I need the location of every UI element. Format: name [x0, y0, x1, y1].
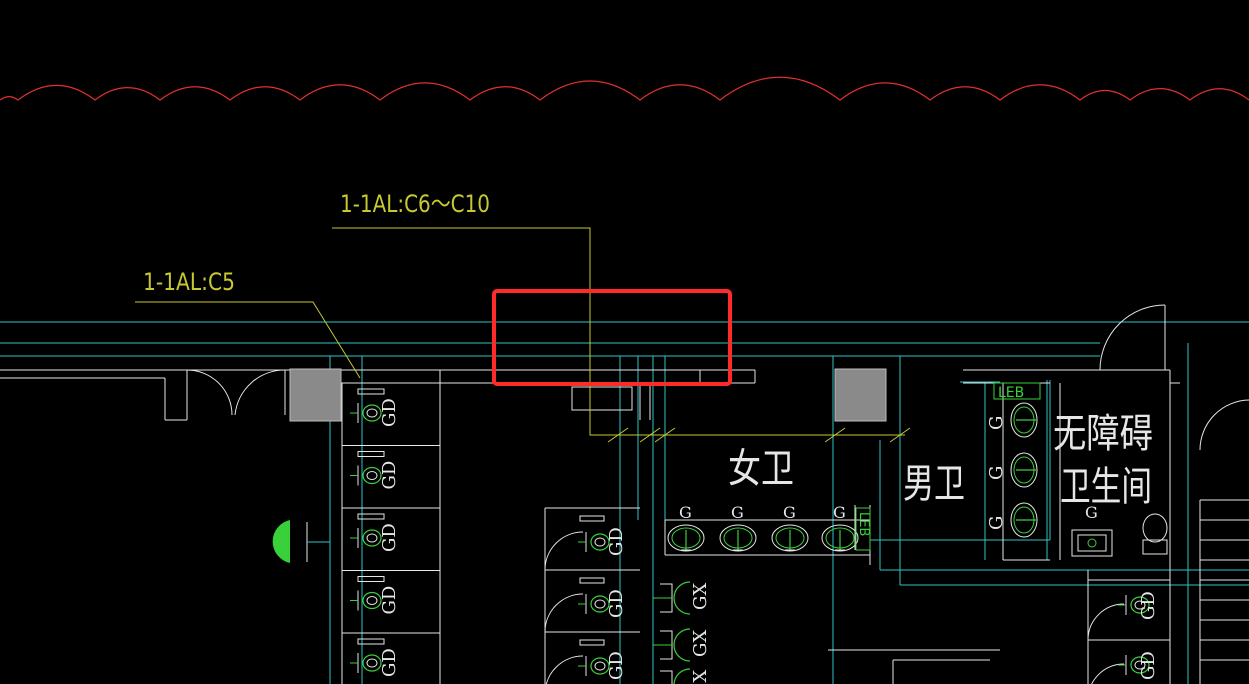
fixtures-layer: GD GD GD GD GD GD GD GD GD GD G G G G G G G G GX GX GX: [350, 398, 1168, 684]
tag-gd-right-1: GD: [1138, 591, 1159, 620]
leader-lines: [135, 227, 911, 443]
tag-gx-1: GX: [690, 583, 711, 610]
urinal-1: [653, 581, 691, 615]
tag-gd-right-2: GD: [1138, 651, 1159, 680]
tag-g-mens-3: G: [986, 516, 1007, 530]
stall-partitions-left: [342, 382, 440, 645]
tag-g-mens-1: G: [986, 416, 1007, 430]
toilet-left-3: [350, 528, 382, 548]
sink-mens-3: [1010, 502, 1038, 538]
svg-text:LEB: LEB: [856, 512, 871, 536]
toilet-mid-2: [578, 594, 610, 614]
urinal-2: [653, 628, 691, 662]
room-label-womens: 女卫: [728, 446, 794, 492]
tag-gd-mid-3: GD: [606, 651, 627, 680]
toilet-mid-3: [578, 656, 610, 676]
structural-column-right: [834, 368, 887, 422]
stall-partitions-right: [1087, 579, 1170, 684]
tag-g-womens-3: G: [783, 503, 796, 522]
urinal-3: [660, 668, 691, 684]
toilet-left-2: [350, 465, 382, 486]
tag-gx-2: GX: [690, 630, 711, 657]
sink-mens-1: [1010, 402, 1038, 438]
toilet-right-1: [1118, 595, 1150, 615]
circuit-label-c6-c10: 1-1AL:C6～C10: [340, 190, 490, 218]
sink-womens-1: [667, 524, 705, 552]
sink-mens-2: [1010, 452, 1038, 488]
tag-gd-mid-2: GD: [606, 589, 627, 618]
accessible-sink: [1071, 529, 1113, 557]
tag-gd-left-2: GD: [379, 461, 400, 490]
stall-partitions-middle: [544, 507, 640, 684]
sink-womens-3: [771, 524, 809, 552]
tag-gd-left-4: GD: [379, 586, 400, 615]
sink-womens-2: [719, 524, 757, 552]
highlight-selection-box[interactable]: [492, 289, 732, 386]
tag-gd-mid-1: GD: [606, 527, 627, 556]
conduit-lines: [0, 321, 1249, 684]
sink-womens-4: [821, 524, 859, 552]
tag-gx-3: GX: [690, 670, 711, 684]
tag-gd-left-1: GD: [379, 398, 400, 427]
exhaust-fan-icon: [272, 520, 290, 563]
tag-gd-left-3: GD: [379, 523, 400, 552]
toilet-left-1: [350, 403, 382, 423]
toilet-left-4: [350, 590, 382, 611]
toilet-mid-1: [578, 532, 610, 552]
room-label-accessible-1: 无障碍: [1053, 411, 1153, 457]
accessible-toilet: [1142, 513, 1168, 555]
tag-g-womens-1: G: [679, 503, 692, 522]
tag-g-accessible: G: [1085, 503, 1098, 522]
tag-g-mens-2: G: [986, 466, 1007, 480]
room-label-mens: 男卫: [903, 461, 965, 507]
door-swings: [186, 304, 1249, 451]
revision-cloud: [0, 76, 1249, 101]
leb-panel-side: LEB: [855, 507, 871, 551]
tag-g-womens-4: G: [833, 503, 846, 522]
svg-text:LEB: LEB: [998, 385, 1024, 401]
tag-gd-left-5: GD: [379, 648, 400, 677]
tag-g-womens-2: G: [731, 503, 744, 522]
leb-panel-top: LEB: [993, 382, 1041, 401]
circuit-label-c5: 1-1AL:C5: [143, 268, 235, 296]
toilet-left-5: [350, 653, 382, 673]
structural-column-left: [289, 368, 342, 422]
toilet-right-2: [1118, 655, 1150, 675]
room-label-accessible-2: 卫生间: [1060, 464, 1152, 510]
